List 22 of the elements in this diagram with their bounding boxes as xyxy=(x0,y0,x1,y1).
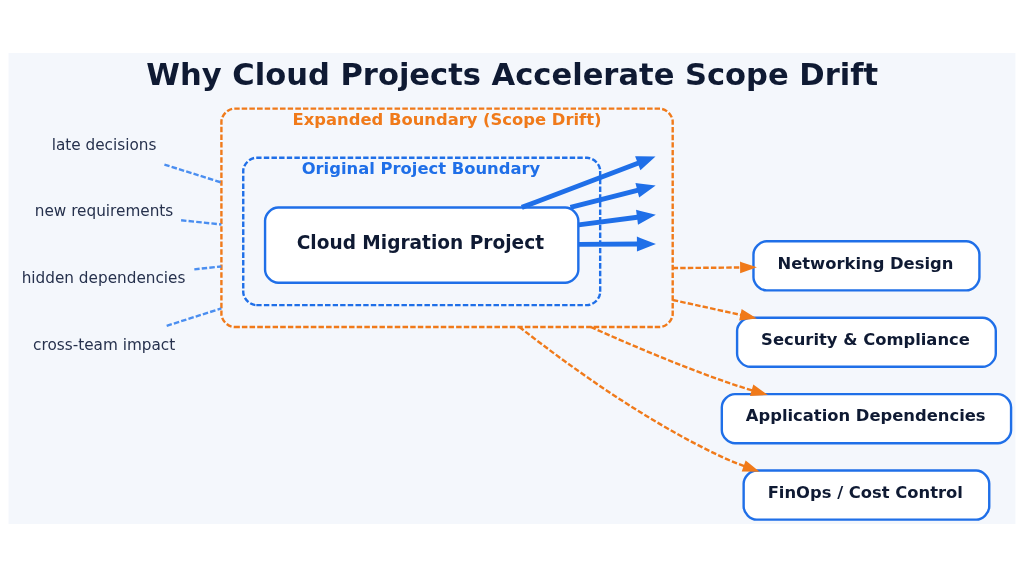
node-text: hidden dependencies xyxy=(21,268,186,287)
node-text: new requirements xyxy=(34,201,174,220)
connector xyxy=(181,218,222,226)
node-text: cross-team impact xyxy=(33,335,176,354)
node-box: Security & Compliance xyxy=(735,316,997,368)
node-box: FinOps / Cost Control xyxy=(742,468,991,521)
arrow xyxy=(520,155,656,210)
arrow xyxy=(518,325,760,472)
node-box: Cloud Migration Project xyxy=(263,205,580,284)
connector xyxy=(166,306,222,327)
arrow xyxy=(578,209,656,227)
arrow xyxy=(569,182,656,210)
arrow xyxy=(578,236,656,252)
connector xyxy=(194,264,222,271)
node-box: Networking Design xyxy=(752,239,981,292)
arrow xyxy=(590,325,768,396)
node-text: late decisions xyxy=(51,135,157,154)
arrow xyxy=(672,298,757,321)
arrow xyxy=(672,261,757,273)
diagram-title: Why Cloud Projects Accelerate Scope Drift xyxy=(146,56,879,92)
connector xyxy=(164,162,222,184)
node-box: Application Dependencies xyxy=(720,392,1013,444)
